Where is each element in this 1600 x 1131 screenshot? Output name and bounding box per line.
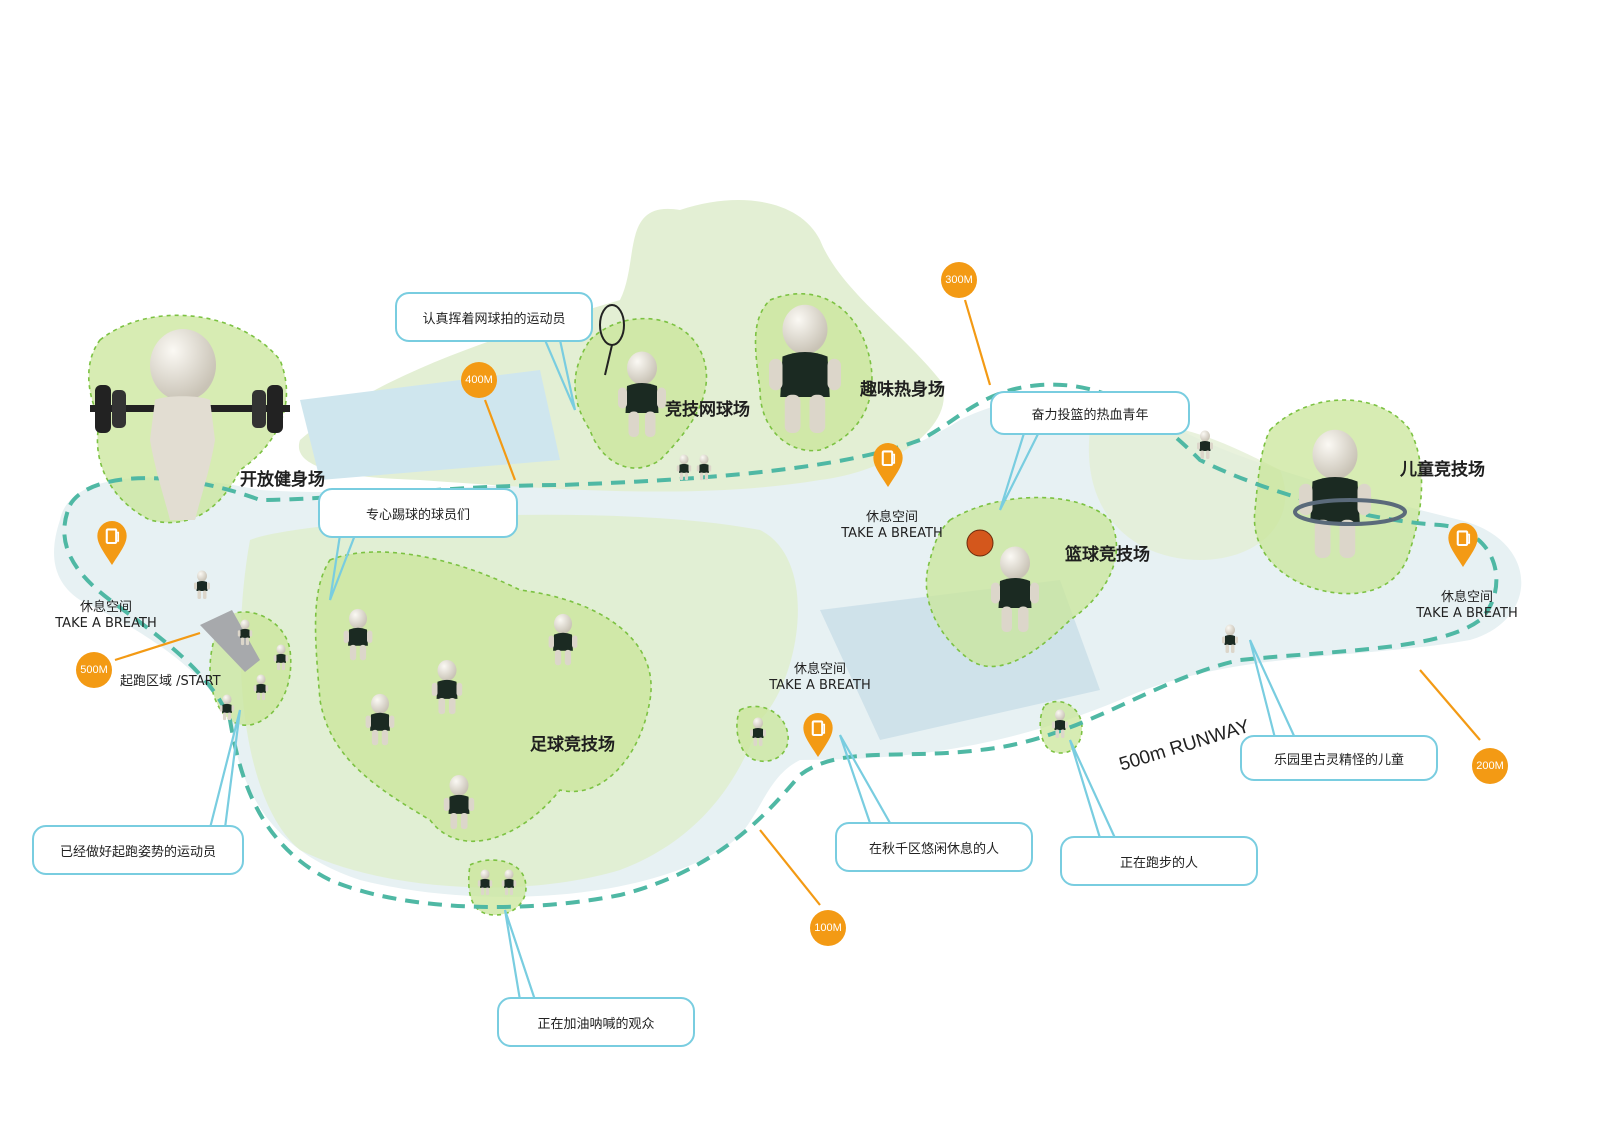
hula-hoop-icon: [1293, 498, 1407, 526]
callout-audience: 正在加油呐喊的观众: [497, 997, 695, 1047]
rest-label-cn: 休息空间: [865, 510, 918, 525]
callout-basketball-youth: 奋力投篮的热血青年: [990, 391, 1190, 435]
distance-marker-100m: 100M: [810, 910, 846, 946]
callout-jogger: 正在跑步的人: [1060, 836, 1258, 886]
callout-start-runner: 已经做好起跑姿势的运动员: [32, 825, 244, 875]
rest-label-en: TAKE A BREATH: [55, 616, 157, 631]
rest-label-west: 休息空间 TAKE A BREATH: [55, 600, 157, 632]
rest-label-north: 休息空间 TAKE A BREATH: [841, 510, 943, 542]
kid-figure: [1293, 429, 1407, 558]
callout-footballers: 专心踢球的球员们: [318, 488, 518, 538]
rest-label-cn: 休息空间: [793, 662, 846, 677]
start-label: 起跑区域 /START: [120, 674, 221, 689]
tennis-player-figure: [599, 304, 666, 437]
basketball-icon: [966, 529, 994, 557]
start-ramp: [200, 610, 260, 672]
zone-label-tennis: 竞技网球场: [665, 400, 750, 420]
distance-marker-500m: 500M: [76, 652, 112, 688]
distance-leaders: [114, 299, 1481, 906]
zone-label-warmup: 趣味热身场: [860, 380, 945, 400]
rest-label-south: 休息空间 TAKE A BREATH: [769, 662, 871, 694]
rest-label-en: TAKE A BREATH: [1416, 606, 1518, 621]
rest-label-cn: 休息空间: [79, 600, 132, 615]
rest-label-en: TAKE A BREATH: [841, 526, 943, 541]
weightlifter-figure: [90, 329, 290, 520]
zone-label-fitness: 开放健身场: [240, 470, 325, 490]
callout-swing-rest: 在秋千区悠闲休息的人: [835, 822, 1033, 872]
zone-label-kids: 儿童竞技场: [1400, 460, 1485, 480]
callout-kids-play: 乐园里古灵精怪的儿童: [1240, 735, 1438, 781]
rest-label-east: 休息空间 TAKE A BREATH: [1416, 590, 1518, 622]
callout-tennis-player: 认真挥着网球拍的运动员: [395, 292, 593, 342]
callout-leaders: [208, 339, 1296, 1001]
distance-marker-400m: 400M: [461, 362, 497, 398]
barbell-icon: [95, 385, 111, 433]
zone-label-football: 足球竞技场: [530, 735, 615, 755]
distance-marker-300m: 300M: [941, 262, 977, 298]
rest-label-cn: 休息空间: [1440, 590, 1493, 605]
zone-label-basketball: 篮球竞技场: [1065, 545, 1150, 565]
runway-track: [62, 382, 1499, 909]
characters: [90, 304, 1407, 896]
distance-marker-200m: 200M: [1472, 748, 1508, 784]
rest-label-en: TAKE A BREATH: [769, 678, 871, 693]
